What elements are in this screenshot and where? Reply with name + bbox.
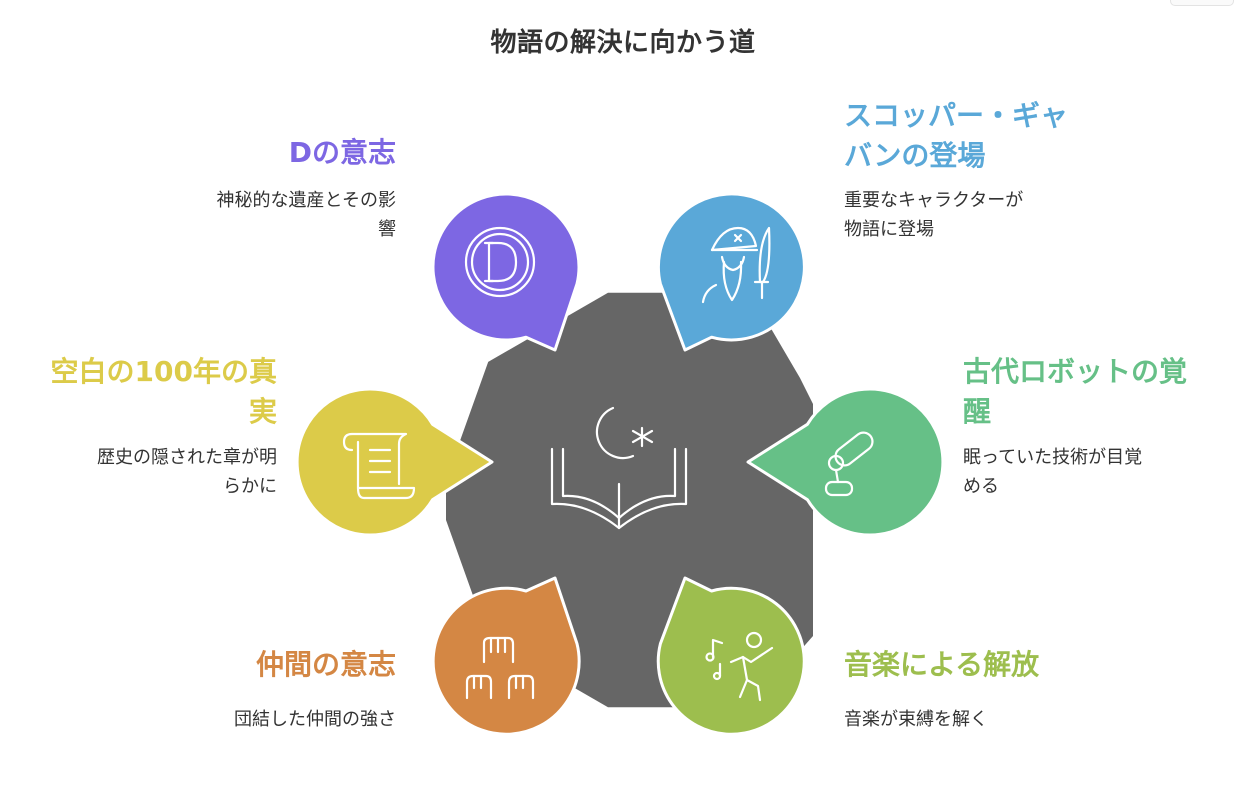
desc-robot-line1: 眠っていた技術が目覚 (963, 447, 1143, 468)
label-scopper: スコッパー・ギャ バンの登場 (844, 96, 1124, 176)
diagram-title: 物語の解決に向かう道 (490, 28, 756, 58)
label-nakama: 仲間の意志 (180, 645, 396, 685)
desc-d-will-line2: 響 (378, 219, 396, 240)
desc-music-line1: 音楽が束縛を解く (844, 709, 988, 730)
label-blank-century-line1: 空白の100年の真 (50, 355, 277, 388)
label-music-line1: 音楽による解放 (844, 648, 1040, 681)
top-tab (1170, 0, 1234, 6)
desc-robot-line2: める (963, 476, 999, 497)
dancing-person-music-icon (705, 631, 774, 702)
petal-scopper[interactable] (656, 192, 806, 352)
robot-arm-icon (824, 431, 874, 497)
label-robot: 古代ロボットの覚 醒 (963, 352, 1233, 432)
raised-fists-icon (465, 636, 535, 700)
desc-nakama-line1: 団結した仲間の強さ (234, 709, 396, 730)
pirate-with-sword-icon (701, 226, 771, 304)
label-blank-century-line2: 実 (248, 395, 277, 428)
petal-blank-century[interactable] (295, 387, 494, 537)
desc-nakama: 団結した仲間の強さ (150, 705, 396, 734)
label-music: 音楽による解放 (844, 645, 1124, 685)
scroll-icon (342, 432, 416, 500)
label-scopper-line1: スコッパー・ギャ (844, 99, 1069, 132)
letter-d-circle-icon (464, 226, 536, 298)
label-d-will: Dの意志 (180, 133, 396, 173)
desc-blank-century-line2: らかに (223, 476, 277, 497)
desc-d-will-line1: 神秘的な遺産とその影 (216, 190, 396, 211)
petal-d-will[interactable] (431, 192, 581, 352)
desc-scopper-line2: 物語に登場 (844, 219, 934, 240)
label-blank-century: 空白の100年の真 実 (20, 352, 277, 432)
desc-scopper-line1: 重要なキャラクターが (844, 190, 1024, 211)
label-scopper-line2: バンの登場 (844, 139, 986, 172)
label-nakama-line1: 仲間の意志 (255, 648, 396, 681)
desc-music: 音楽が束縛を解く (844, 705, 1104, 734)
petal-robot[interactable] (746, 387, 945, 537)
open-book-moon-star-icon (550, 406, 688, 530)
label-robot-line1: 古代ロボットの覚 (963, 355, 1188, 388)
desc-scopper: 重要なキャラクターが 物語に登場 (844, 186, 1104, 244)
label-d-will-line1: Dの意志 (288, 136, 396, 169)
desc-d-will: 神秘的な遺産とその影 響 (150, 186, 396, 244)
desc-robot: 眠っていた技術が目覚 める (963, 443, 1233, 501)
desc-blank-century: 歴史の隠された章が明 らかに (20, 443, 277, 501)
label-robot-line2: 醒 (963, 395, 992, 428)
petal-nakama[interactable] (431, 576, 581, 736)
desc-blank-century-line1: 歴史の隠された章が明 (97, 447, 277, 468)
petal-music[interactable] (656, 576, 806, 736)
